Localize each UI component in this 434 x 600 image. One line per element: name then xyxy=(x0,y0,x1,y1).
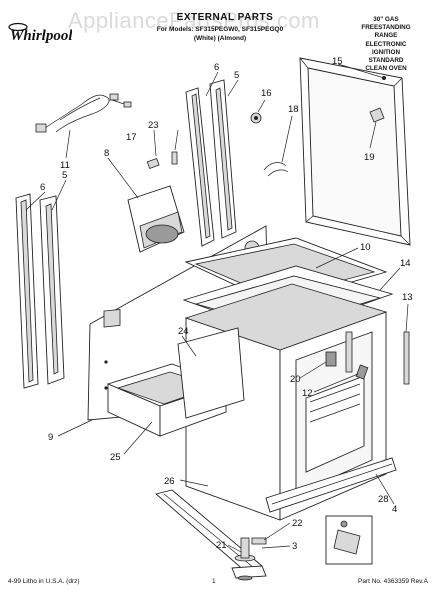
diagram-title: EXTERNAL PARTS xyxy=(176,12,274,23)
callout-6-upper: 6 xyxy=(214,62,219,73)
callout-12: 12 xyxy=(302,388,313,399)
callout-26: 26 xyxy=(164,476,175,487)
callout-20: 20 xyxy=(290,374,301,385)
callout-5-left: 5 xyxy=(62,170,67,181)
callout-21: 21 xyxy=(216,540,227,551)
anti-tip-kit-box xyxy=(325,515,373,565)
callout-9: 9 xyxy=(48,432,53,443)
callout-10: 10 xyxy=(360,242,371,253)
callout-8: 8 xyxy=(104,148,109,159)
callout-11: 11 xyxy=(60,160,70,171)
part-number: Part No. 4363359 Rev.A xyxy=(358,578,428,585)
callout-5-upper: 5 xyxy=(234,70,239,81)
callout-14: 14 xyxy=(400,258,411,269)
product-line-5: IGNITION xyxy=(372,48,400,56)
page-number: 1 xyxy=(212,578,216,585)
callout-15: 15 xyxy=(332,56,343,67)
callout-4: 4 xyxy=(392,504,397,515)
side-trim-left xyxy=(15,193,65,389)
callout-13: 13 xyxy=(402,292,413,303)
wire-harness xyxy=(35,93,132,133)
svg-text:Whirlpool: Whirlpool xyxy=(10,28,72,44)
callout-24: 24 xyxy=(178,326,189,337)
whirlpool-logo: Whirlpool xyxy=(8,22,72,44)
side-strip xyxy=(403,331,410,385)
callout-23: 23 xyxy=(148,120,159,131)
product-line-4: ELECTRONIC xyxy=(365,40,407,48)
product-line-1: 30" GAS xyxy=(373,16,399,23)
leader-lines xyxy=(25,63,409,553)
callout-19: 19 xyxy=(364,152,375,163)
leveling-legs xyxy=(231,537,267,581)
callout-16: 16 xyxy=(261,88,272,99)
print-info: 4-99 Litho in U.S.A. (drz) xyxy=(8,578,80,585)
callout-25: 25 xyxy=(110,452,121,463)
burner-box xyxy=(127,185,185,253)
product-line-6: STANDARD xyxy=(368,57,404,65)
callout-17: 17 xyxy=(126,132,137,143)
product-description: 30" GAS FREESTANDING RANGE ELECTRONIC IG… xyxy=(346,16,426,73)
callout-22: 22 xyxy=(292,518,303,529)
product-line-7: CLEAN OVEN xyxy=(365,65,407,73)
drawer-panel xyxy=(177,327,245,419)
side-trim-upper xyxy=(185,79,237,247)
callout-6-left: 6 xyxy=(40,182,45,193)
models-line: For Models: SF315PEGW0, SF315PEGQ0 xyxy=(156,26,284,33)
rear-panel xyxy=(299,57,411,246)
callout-3: 3 xyxy=(292,541,297,552)
product-line-3: RANGE xyxy=(374,32,398,40)
callout-18: 18 xyxy=(288,104,299,115)
callout-28: 28 xyxy=(378,494,389,505)
kick-plate xyxy=(265,457,397,513)
small-parts xyxy=(146,112,289,177)
colors-line: (White) (Almond) xyxy=(193,35,247,42)
bracket-part-19 xyxy=(369,107,385,123)
product-line-2: FREESTANDING xyxy=(361,24,411,32)
callout-numbers: 15 6 5 16 23 18 8 17 11 19 6 5 10 14 24 … xyxy=(40,56,413,552)
watermark: AppliancePartsPros.com xyxy=(68,8,320,33)
